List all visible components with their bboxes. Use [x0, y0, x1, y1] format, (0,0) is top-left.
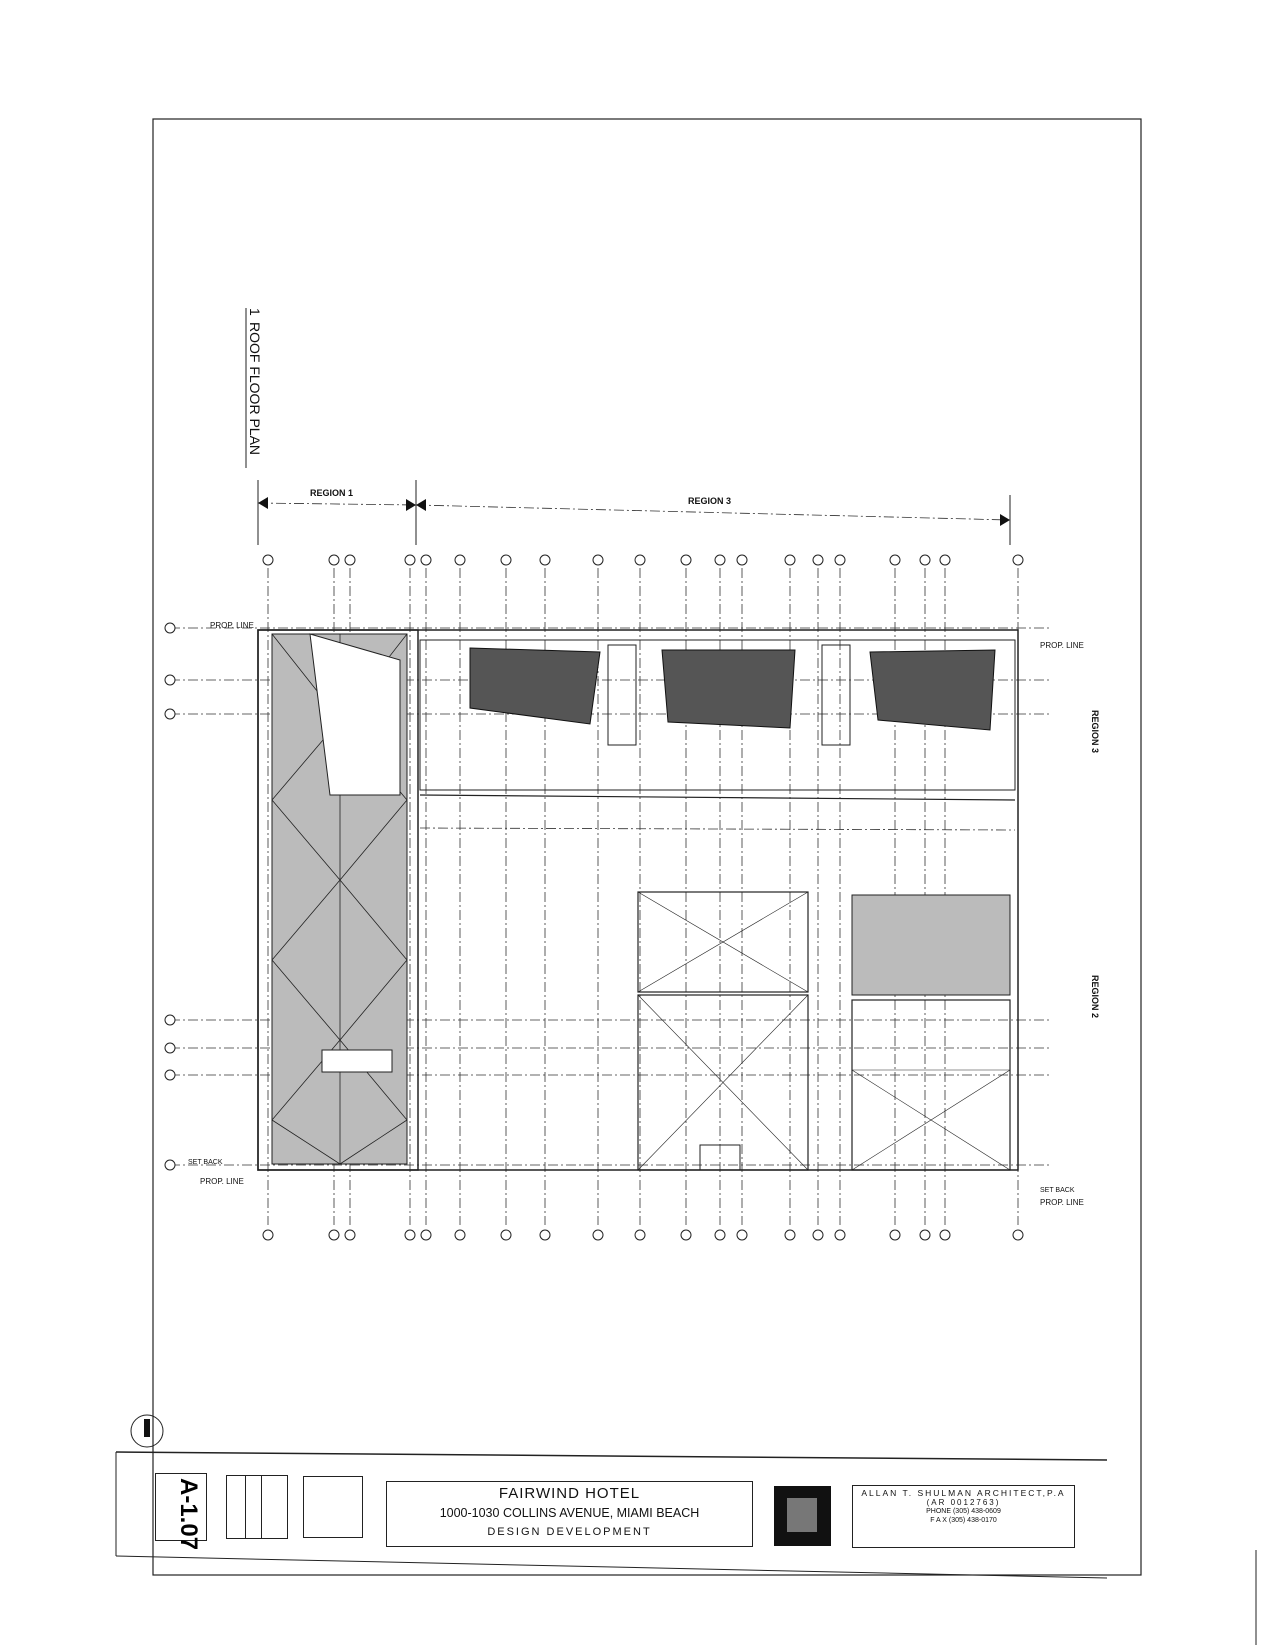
svg-text:PROP. LINE: PROP. LINE — [200, 1177, 244, 1186]
grid-bubble — [164, 674, 176, 686]
blank-box — [303, 1476, 363, 1538]
grid-bubble — [328, 554, 340, 566]
grid-bubble — [454, 1229, 466, 1241]
grid-bubble — [784, 554, 796, 566]
grid-bubble — [164, 1159, 176, 1171]
sheet-border-bottom — [115, 1555, 1108, 1579]
grid-bubble — [680, 1229, 692, 1241]
svg-text:ROOF FLOOR PLAN: ROOF FLOOR PLAN — [247, 322, 263, 455]
grid-bubble — [919, 554, 931, 566]
grid-bubble — [539, 554, 551, 566]
svg-text:REGION 2: REGION 2 — [1090, 975, 1100, 1018]
grid-bubble — [539, 1229, 551, 1241]
svg-text:REGION 3: REGION 3 — [1090, 710, 1100, 753]
architect-name: ALLAN T. SHULMAN ARCHITECT,P.A — [861, 1488, 1066, 1498]
grid-bubble — [500, 1229, 512, 1241]
svg-text:PROP. LINE: PROP. LINE — [1040, 641, 1084, 650]
grid-bubble — [164, 1069, 176, 1081]
project-name: FAIRWIND HOTEL — [498, 1485, 641, 1502]
grid-bubble — [919, 1229, 931, 1241]
architect-phone: PHONE (305) 438-0609 — [926, 1508, 1001, 1515]
grid-bubble — [454, 554, 466, 566]
grid-bubble — [634, 1229, 646, 1241]
project-address: 1000-1030 COLLINS AVENUE, MIAMI BEACH — [439, 1506, 700, 1520]
svg-text:REGION 1: REGION 1 — [310, 488, 353, 498]
side-labels: PROP. LINE PROP. LINE SET BACK SET BACK … — [188, 621, 1100, 1207]
grid-bubble — [939, 554, 951, 566]
svg-text:PROP. LINE: PROP. LINE — [210, 621, 254, 630]
grid-bubble — [592, 1229, 604, 1241]
svg-text:SET BACK: SET BACK — [188, 1159, 223, 1166]
grid-bubble — [420, 554, 432, 566]
grid-bubble — [812, 1229, 824, 1241]
grid-bubble — [736, 554, 748, 566]
grid-bubble — [164, 1014, 176, 1026]
grid-bubble — [834, 1229, 846, 1241]
grid-bubble — [1012, 1229, 1024, 1241]
svg-text:PROP. LINE: PROP. LINE — [1040, 1198, 1084, 1207]
grid-bubble — [834, 554, 846, 566]
grid-bubble — [404, 554, 416, 566]
architect-seal — [774, 1486, 831, 1546]
title-block-divider — [115, 1451, 1108, 1461]
grid-bubble — [262, 1229, 274, 1241]
grid-bubble — [344, 554, 356, 566]
grid-bubble — [344, 1229, 356, 1241]
grid-bubble — [404, 1229, 416, 1241]
roof-plan — [257, 629, 1019, 1171]
grid-bubble — [328, 1229, 340, 1241]
grid-bubble — [889, 1229, 901, 1241]
project-phase: DESIGN DEVELOPMENT — [487, 1526, 652, 1538]
architect-info-box: ALLAN T. SHULMAN ARCHITECT,P.A (AR 00127… — [852, 1485, 1075, 1548]
grid-bubble — [736, 1229, 748, 1241]
grid-bubble — [714, 1229, 726, 1241]
sheet-number-box: A-1.07 — [155, 1473, 207, 1550]
grid-bubble — [164, 1042, 176, 1054]
view-title: 1 ROOF FLOOR PLAN — [245, 308, 263, 468]
grid-bubble — [714, 554, 726, 566]
region-dimension-lines: REGION 1 REGION 3 — [257, 480, 1011, 545]
sheet-border — [152, 118, 1142, 1576]
grid-bubble — [592, 554, 604, 566]
grid-bubble — [500, 554, 512, 566]
grid-bubble — [889, 554, 901, 566]
architect-license: (AR 0012763) — [926, 1498, 1001, 1507]
date-stamp-box — [226, 1475, 288, 1539]
grid-bubble — [812, 554, 824, 566]
grid-bubble — [680, 554, 692, 566]
grid-bubble — [164, 622, 176, 634]
svg-text:REGION 3: REGION 3 — [688, 496, 731, 506]
grid-bubble — [1012, 554, 1024, 566]
project-info-box: FAIRWIND HOTEL 1000-1030 COLLINS AVENUE,… — [386, 1481, 753, 1547]
grid-bubble — [784, 1229, 796, 1241]
svg-text:SET BACK: SET BACK — [1040, 1187, 1075, 1194]
grid-bubble — [939, 1229, 951, 1241]
grid-bubble — [262, 554, 274, 566]
grid-bubble — [420, 1229, 432, 1241]
grid-bubble — [164, 708, 176, 720]
grid-bubble — [634, 554, 646, 566]
svg-text:1: 1 — [247, 308, 263, 316]
sheet-number: A-1.07 — [175, 1478, 202, 1551]
architect-fax: F A X (305) 438-0170 — [930, 1517, 997, 1524]
north-arrow-icon — [130, 1414, 164, 1448]
